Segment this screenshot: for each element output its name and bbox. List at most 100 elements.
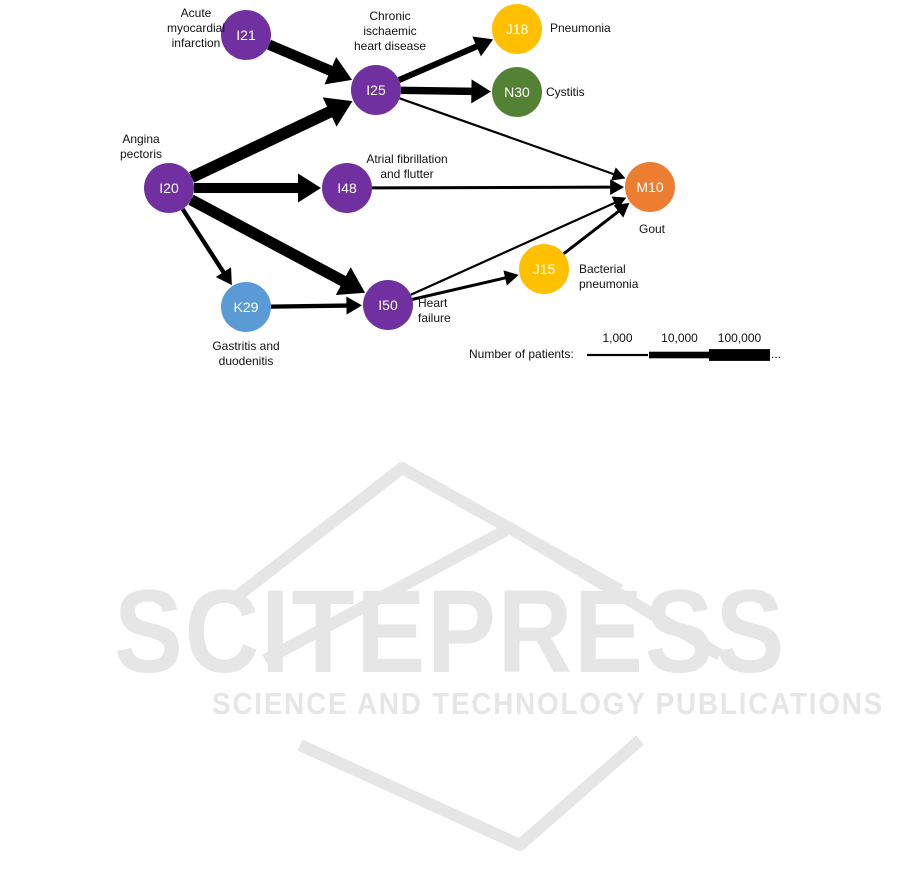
node-label: I50 [378,297,398,313]
node-circle [144,163,194,213]
watermark-book-icon [231,462,724,851]
node-K29: K29 [221,282,271,332]
node-circle [492,4,542,54]
edge-line [180,207,226,275]
legend-level-label: 10,000 [661,331,698,345]
description-line: duodenitis [219,354,274,368]
node-I48: I48 [322,163,372,213]
edge-line [397,43,479,83]
node-I50: I50 [363,280,413,330]
legend-bar-10,000 [649,351,710,359]
edge-line [189,106,334,183]
edge-line [410,201,616,296]
edge-I21-I25 [266,39,353,85]
arrowhead-icon [322,97,353,127]
description-line: pneumonia [579,277,639,291]
description-line: Gout [639,222,666,236]
node-circle [492,67,542,117]
arrowhead-icon [611,196,627,210]
description-line: heart disease [354,39,426,53]
arrowhead-icon [613,202,630,218]
node-I25: I25 [351,65,401,115]
arrowhead-icon [335,267,366,296]
node-J18: J18 [492,4,542,54]
node-circle [322,163,372,213]
node-N30: N30 [492,67,542,117]
edge-line [400,86,473,96]
edge-layer [180,36,630,315]
node-circle [363,280,413,330]
arrowhead-icon [611,167,626,181]
description-line: infarction [172,36,221,50]
node-description-N30: Cystitis [546,85,585,99]
description-line: myocardial [167,21,225,35]
node-label: I48 [337,180,357,196]
node-circle [221,282,271,332]
watermark: SCITEPRESS SCIENCE AND TECHNOLOGY PUBLIC… [114,462,884,851]
description-line: Atrial fibrillation [366,152,447,166]
node-M10: M10 [625,162,675,212]
edge-I20-I50 [188,194,366,296]
legend-title: Number of patients: [469,347,574,361]
description-line: pectoris [120,147,162,161]
edge-line [371,185,612,190]
arrowhead-icon [472,36,494,57]
arrowhead-icon [298,173,321,203]
edge-line [266,39,334,76]
description-line: Pneumonia [550,21,611,35]
node-label: I25 [366,82,386,98]
edge-I25-M10 [399,97,626,181]
node-label: M10 [636,179,663,195]
node-circle [221,10,271,60]
node-J15: J15 [519,244,569,294]
legend-level-label: 1,000 [602,331,632,345]
legend-bar-1,000 [587,353,648,357]
arrowhead-icon [503,270,519,286]
description-line: Chronic [369,9,410,23]
arrowhead-icon [324,56,353,85]
node-label: N30 [504,84,530,100]
edge-I20-I25 [189,97,353,183]
edge-J15-M10 [562,202,630,255]
description-line: ischaemic [363,24,416,38]
arrowhead-icon [215,267,232,286]
description-line: Gastritis and [212,339,279,353]
legend-bar-100,000 [709,349,770,361]
description-line: Cystitis [546,85,585,99]
node-circle [625,162,675,212]
edge-line [399,97,615,176]
description-line: failure [418,311,451,325]
node-circle [351,65,401,115]
edge-line [188,194,347,287]
description-line: Heart [418,296,448,310]
node-I21: I21 [221,10,271,60]
legend-level-label: 100,000 [718,331,762,345]
node-label: I20 [159,180,179,196]
legend-bars: 1,000 10,000 100,000 [587,331,770,361]
legend-ellipsis: ... [771,347,781,361]
description-line: Acute [181,6,212,20]
node-label: K29 [234,299,259,315]
description-line: and flutter [380,167,433,181]
edge-line [270,303,348,309]
arrowhead-icon [610,179,625,195]
description-line: Angina [122,132,160,146]
edge-I20-K29 [180,207,232,286]
edge-line [412,276,507,301]
edge-line [562,209,621,255]
edge-I48-M10 [371,179,625,195]
arrowhead-icon [471,79,492,104]
arrowhead-icon [346,296,363,315]
watermark-sub: SCIENCE AND TECHNOLOGY PUBLICATIONS [212,686,884,721]
node-description-M10: Gout [639,222,666,236]
edge-I25-N30 [400,79,492,104]
